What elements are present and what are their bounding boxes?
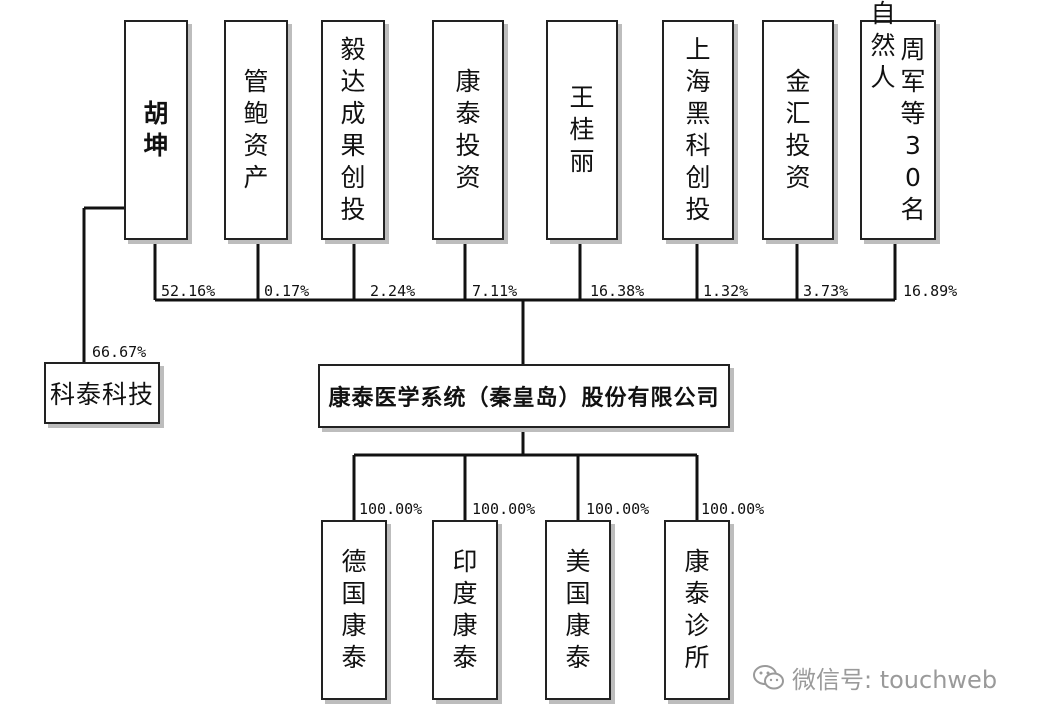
- shareholder-name: 上海黑科创投: [685, 35, 711, 224]
- subsidiary-box-usa: 美国康泰: [545, 520, 611, 700]
- shareholder-name: 毅达成果创投: [340, 35, 366, 224]
- company-box: 康泰医学系统（秦皇岛）股份有限公司: [318, 364, 730, 428]
- pct-sub-germany: 100.00%: [359, 500, 423, 518]
- shareholder-name: 管鲍资产: [243, 67, 269, 192]
- subsidiary-box-india: 印度康泰: [432, 520, 498, 700]
- pct-kangtai-invest: 7.11%: [472, 282, 518, 300]
- pct-sub-usa: 100.00%: [586, 500, 650, 518]
- shareholder-box-kangtai-invest: 康泰投资: [432, 20, 504, 240]
- pct-guanbao: 0.17%: [264, 282, 310, 300]
- wechat-icon: [753, 664, 784, 689]
- side-entity-name: 科泰科技: [49, 380, 154, 409]
- watermark: 微信号: touchweb: [752, 660, 997, 695]
- pct-yida: 2.24%: [370, 282, 416, 300]
- pct-sub-clinic: 100.00%: [701, 500, 765, 518]
- pct-hukun: 52.16%: [161, 282, 216, 300]
- subsidiary-box-germany: 德国康泰: [321, 520, 387, 700]
- shareholder-name: 王桂丽: [569, 83, 595, 176]
- shareholder-name-col1: 周军等30名: [900, 35, 926, 224]
- shareholder-box-jinhui: 金汇投资: [762, 20, 834, 240]
- pct-jinhui: 3.73%: [803, 282, 849, 300]
- shareholder-box-shanghai: 上海黑科创投: [662, 20, 734, 240]
- pct-sub-india: 100.00%: [472, 500, 536, 518]
- shareholder-name: 金汇投资: [785, 67, 811, 192]
- company-name: 康泰医学系统（秦皇岛）股份有限公司: [328, 386, 720, 411]
- subsidiary-name: 康泰诊所: [684, 547, 710, 672]
- pct-wangguili: 16.38%: [590, 282, 645, 300]
- watermark-text: 微信号: touchweb: [792, 666, 998, 694]
- subsidiary-name: 德国康泰: [341, 547, 367, 672]
- shareholder-box-yida: 毅达成果创投: [321, 20, 385, 240]
- shareholder-box-zhoujun: 周军等30名 自然人: [860, 0, 936, 240]
- shareholder-box-hukun: 胡坤: [124, 20, 188, 240]
- side-entity-box: 科泰科技: [44, 362, 160, 424]
- pct-shanghai: 1.32%: [703, 282, 749, 300]
- subsidiary-name: 印度康泰: [452, 547, 478, 672]
- shareholder-name: 康泰投资: [455, 67, 481, 192]
- pct-zhoujun: 16.89%: [903, 282, 958, 300]
- shareholder-name-col2: 自然人: [870, 0, 896, 92]
- shareholder-name-wrap: 周军等30名 自然人: [869, 0, 927, 226]
- shareholder-box-guanbao: 管鲍资产: [224, 20, 288, 240]
- pct-side: 66.67%: [92, 343, 147, 361]
- subsidiary-name: 美国康泰: [565, 547, 591, 672]
- subsidiary-box-clinic: 康泰诊所: [664, 520, 730, 700]
- shareholder-box-wangguili: 王桂丽: [546, 20, 618, 240]
- shareholder-name: 胡坤: [143, 99, 169, 160]
